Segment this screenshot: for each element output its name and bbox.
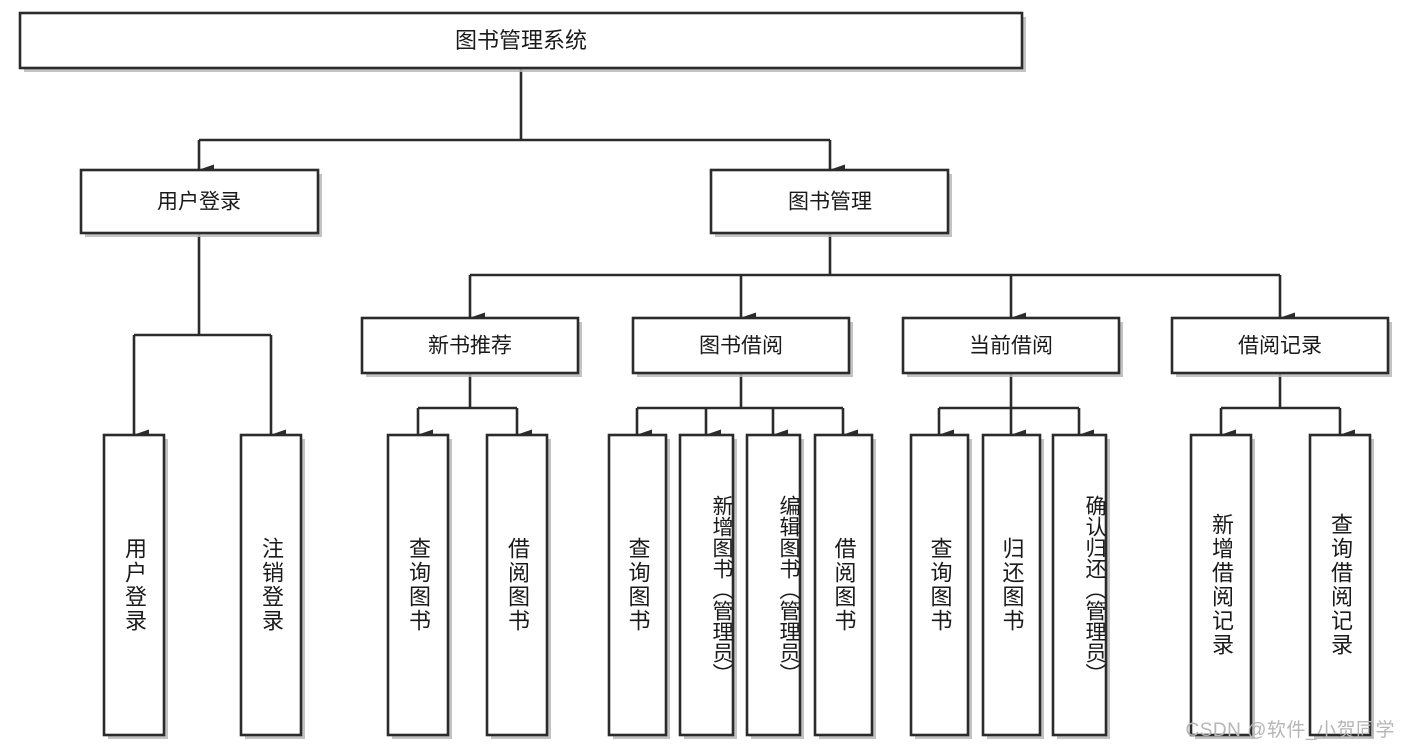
leaf-node-logout-login[interactable] xyxy=(239,433,305,739)
node-label: 图书管理 xyxy=(788,191,872,214)
node-rect xyxy=(386,433,450,737)
leaf-node-query-borrow-record[interactable] xyxy=(1308,433,1374,739)
node-rect xyxy=(239,433,303,737)
leaf-node-query-book-3[interactable] xyxy=(909,433,972,739)
node-rect xyxy=(18,11,1024,70)
node-rect xyxy=(1189,433,1253,737)
node-label: 图书借阅 xyxy=(699,335,783,358)
node-rect xyxy=(745,433,802,737)
node-rect xyxy=(909,433,970,737)
node-new-book-recommendation[interactable]: 新书推荐 xyxy=(360,316,582,377)
leaf-node-query-book-1[interactable] xyxy=(386,433,452,739)
node-rect xyxy=(678,433,735,737)
node-rect xyxy=(981,433,1042,737)
node-rect xyxy=(79,168,320,235)
node-rect xyxy=(485,433,549,737)
node-book-manage[interactable]: 图书管理 xyxy=(709,168,952,237)
node-rect xyxy=(607,433,668,737)
node-label: 图书管理系统 xyxy=(455,28,587,53)
node-rect xyxy=(709,168,950,235)
leaf-node-borrow-book-2[interactable] xyxy=(813,433,876,739)
node-label: 当前借阅 xyxy=(969,335,1053,358)
watermark-text: CSDN @软件_小贺同学 xyxy=(1185,720,1395,741)
leaf-node-return-book[interactable] xyxy=(981,433,1044,739)
node-rect xyxy=(1051,433,1108,737)
node-borrow-record[interactable]: 借阅记录 xyxy=(1170,316,1392,377)
node-current-borrow[interactable]: 当前借阅 xyxy=(901,316,1123,377)
node-rect xyxy=(813,433,874,737)
leaf-node-confirm-return[interactable] xyxy=(1051,433,1110,739)
leaf-node-borrow-book-1[interactable] xyxy=(485,433,551,739)
leaf-node-add-book[interactable] xyxy=(678,433,737,739)
leaf-node-edit-book[interactable] xyxy=(745,433,804,739)
node-root-book-management-system[interactable]: 图书管理系统 xyxy=(18,11,1026,72)
connector-layer xyxy=(132,68,1355,441)
leaf-node-add-borrow-record[interactable] xyxy=(1189,433,1255,739)
node-label: 新书推荐 xyxy=(428,335,512,358)
node-book-borrow[interactable]: 图书借阅 xyxy=(631,316,853,377)
node-rect xyxy=(631,316,851,375)
node-rect xyxy=(901,316,1121,375)
node-rect xyxy=(1170,316,1390,375)
leaf-node-user-login[interactable] xyxy=(102,433,168,739)
node-rect xyxy=(1308,433,1372,737)
node-user-login[interactable]: 用户登录 xyxy=(79,168,322,237)
node-label: 借阅记录 xyxy=(1238,335,1322,358)
leaf-node-query-book-2[interactable] xyxy=(607,433,670,739)
node-rect xyxy=(360,316,580,375)
node-label: 用户登录 xyxy=(157,191,241,214)
node-rect xyxy=(102,433,166,737)
